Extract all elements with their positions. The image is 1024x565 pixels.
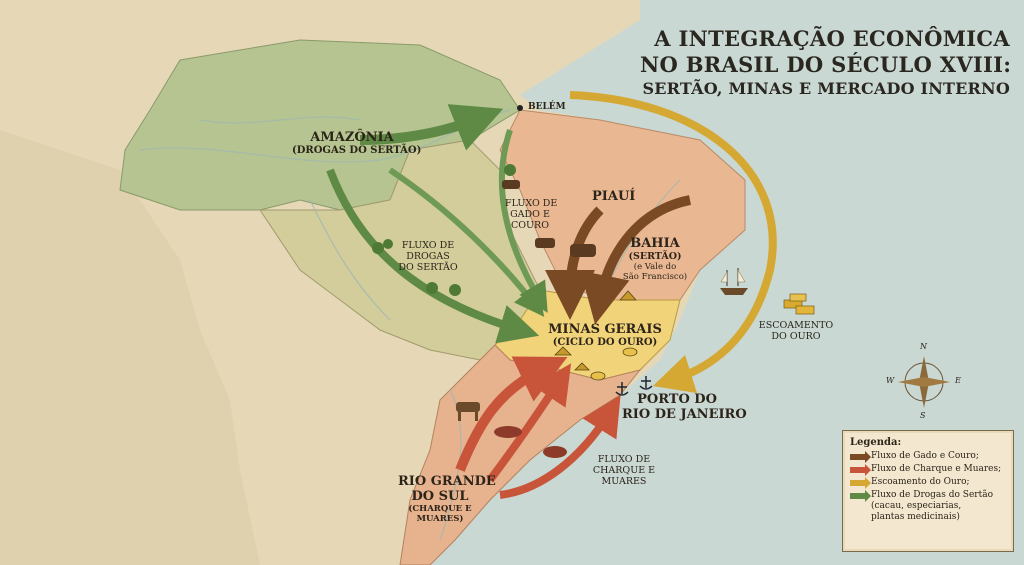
- rio-grande-name-2: DO SUL: [411, 489, 469, 504]
- legend-item-drogas: Fluxo de Drogas do Sertão (cacau, especi…: [850, 490, 1013, 523]
- legend-item-drogas-label: Fluxo de Drogas do Sertão: [871, 490, 994, 500]
- title-line-3: SERTÃO, MINAS E MERCADO INTERNO: [642, 79, 1010, 98]
- legend-brown-arrow-icon: [850, 451, 871, 463]
- compass-e: E: [955, 376, 961, 385]
- fluxo-gado-l1: FLUXO DE: [505, 198, 558, 209]
- ship-icon: [720, 268, 748, 295]
- label-fluxo-charque: FLUXO DE CHARQUE E MUARES: [586, 454, 662, 487]
- plant-icon: [372, 164, 516, 296]
- amazonia-name: AMAZÔNIA: [310, 130, 394, 145]
- porto-name-1: PORTO DO: [637, 392, 717, 407]
- label-piaui: PIAUÍ: [592, 189, 636, 204]
- label-escoamento-ouro: ESCOAMENTO DO OURO: [758, 320, 834, 342]
- andes-region: [0, 130, 260, 565]
- gado-arrow-bahia: [580, 195, 692, 325]
- rio-grande-sub-1: (CHARQUE E: [408, 504, 472, 514]
- title-line-2: NO BRASIL DO SÉCULO XVIII:: [640, 52, 1012, 77]
- label-minas: MINAS GERAIS (CICLO DO OURO): [540, 322, 670, 349]
- escoamento-l2: DO OURO: [771, 331, 821, 342]
- porto-name-2: RIO DE JANEIRO: [622, 407, 747, 422]
- charque-arrow-porto: [499, 395, 621, 499]
- label-amazonia: AMAZÔNIA (DROGAS DO SERTÃO): [292, 130, 422, 157]
- legend-title: Legenda:: [850, 437, 902, 448]
- map-title: A INTEGRAÇÃO ECONÔMICA NO BRASIL DO SÉCU…: [640, 26, 1012, 100]
- belem-dot: [517, 105, 523, 111]
- legend-green-arrow-icon: [850, 490, 871, 502]
- legend-item-ouro: Escoamento do Ouro;: [850, 477, 1013, 489]
- gold-pile-icons: [554, 290, 638, 381]
- fluxo-gado-l3: COURO: [510, 220, 549, 231]
- escoamento-l1: ESCOAMENTO: [758, 320, 834, 331]
- bahia-note-1: (e Vale do: [633, 262, 677, 272]
- charque-arrow-2: [486, 363, 572, 483]
- fluxo-drogas-l1: FLUXO DE: [401, 240, 455, 251]
- legend-item-drogas-text: Fluxo de Drogas do Sertão (cacau, especi…: [871, 490, 993, 523]
- charque-arrow-1: [455, 356, 568, 472]
- legend-item-gado-label: Fluxo de Gado e Couro;: [871, 451, 979, 461]
- bahia-sub: (SERTÃO): [628, 251, 682, 262]
- legend-box: Legenda: Fluxo de Gado e Couro; Fluxo de…: [842, 430, 1014, 552]
- bahia-note-2: São Francisco): [622, 272, 688, 282]
- compass-rose-icon: [898, 356, 950, 408]
- legend-item-charque: Fluxo de Charque e Muares;: [850, 464, 1013, 476]
- compass-n: N: [920, 342, 927, 351]
- ouro-arrow: [569, 91, 777, 394]
- fluxo-charque-l3: MUARES: [601, 476, 647, 487]
- drogas-arrow-belem-minas: [498, 129, 548, 313]
- region-south: [399, 344, 642, 565]
- legend-red-arrow-icon: [850, 464, 871, 476]
- legend-item-charque-label: Fluxo de Charque e Muares;: [871, 464, 1002, 474]
- title-line-1: A INTEGRAÇÃO ECONÔMICA: [654, 26, 1010, 51]
- fluxo-drogas-l2: DROGAS: [406, 251, 450, 262]
- label-fluxo-drogas: FLUXO DE DROGAS DO SERTÃO: [396, 240, 460, 273]
- gold-bars-icon: [783, 293, 815, 315]
- legend-gold-arrow-icon: [850, 477, 871, 489]
- amazonia-sub: (DROGAS DO SERTÃO): [292, 145, 422, 156]
- cattle-icon: [502, 180, 596, 257]
- fluxo-drogas-l3: DO SERTÃO: [398, 262, 458, 273]
- legend-item-ouro-label: Escoamento do Ouro;: [871, 477, 970, 487]
- fluxo-gado-l2: GADO E: [510, 209, 550, 220]
- anchor-icon: [615, 376, 653, 396]
- legend-item-gado: Fluxo de Gado e Couro;: [850, 451, 1013, 463]
- label-bahia: BAHIA (SERTÃO) (e Vale do São Francisco): [615, 236, 695, 282]
- legend-item-drogas-sub1: (cacau, especiarias,: [871, 501, 962, 511]
- compass-s: S: [920, 411, 926, 420]
- label-porto-rio: PORTO DO RIO DE JANEIRO: [622, 392, 747, 422]
- label-rio-grande: RIO GRANDE DO SUL (CHARQUE E MUARES): [398, 474, 496, 524]
- label-belem: BELÉM: [528, 102, 566, 112]
- mule-icon: [456, 402, 480, 421]
- compass-w: W: [886, 376, 895, 385]
- label-fluxo-gado: FLUXO DE GADO E COURO: [505, 198, 558, 231]
- fluxo-charque-l1: FLUXO DE: [597, 454, 651, 465]
- rio-grande-sub-2: MUARES): [416, 514, 464, 524]
- rio-grande-name-1: RIO GRANDE: [398, 474, 496, 489]
- bahia-name: BAHIA: [630, 236, 680, 251]
- legend-item-drogas-sub2: plantas medicinais): [871, 512, 960, 522]
- minas-name: MINAS GERAIS: [548, 322, 662, 337]
- charque-icon: [494, 426, 567, 458]
- fluxo-charque-l2: CHARQUE E: [592, 465, 656, 476]
- drogas-arrow-minas-1: [326, 168, 540, 344]
- drogas-arrow-belem: [359, 104, 504, 151]
- minas-sub: (CICLO DO OURO): [552, 337, 658, 348]
